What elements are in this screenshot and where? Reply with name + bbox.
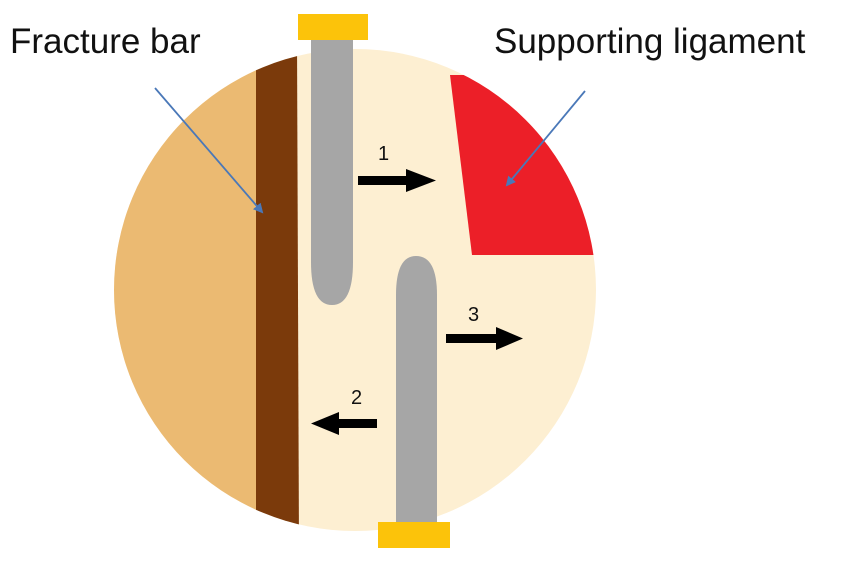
top-pin-cap bbox=[298, 14, 368, 40]
bone-cross-section bbox=[114, 49, 596, 531]
supporting-ligament-label: Supporting ligament bbox=[494, 22, 806, 61]
arrow-1-head bbox=[406, 169, 436, 192]
fracture-bar bbox=[256, 49, 299, 531]
arrow-1-shaft bbox=[358, 176, 410, 185]
fracture-bar-pointer bbox=[154, 87, 264, 214]
arrow-2-head bbox=[311, 412, 339, 435]
supporting-ligament bbox=[450, 75, 596, 255]
arrow-1-number: 1 bbox=[378, 143, 389, 165]
arrow-2-shaft bbox=[335, 419, 377, 428]
fracture-bar-label: Fracture bar bbox=[10, 22, 201, 61]
top-pin bbox=[311, 40, 353, 305]
arrow-3-number: 3 bbox=[468, 304, 479, 326]
ligament-pointer bbox=[505, 90, 586, 187]
bottom-pin bbox=[396, 256, 437, 522]
arrow-2: 2 bbox=[311, 387, 377, 435]
arrow-2-number: 2 bbox=[351, 387, 362, 409]
arrow-3-shaft bbox=[446, 334, 500, 343]
arrow-3: 3 bbox=[446, 304, 523, 350]
arrow-1: 1 bbox=[358, 143, 436, 192]
arrow-3-head bbox=[496, 327, 523, 350]
bottom-pin-cap bbox=[378, 522, 450, 548]
